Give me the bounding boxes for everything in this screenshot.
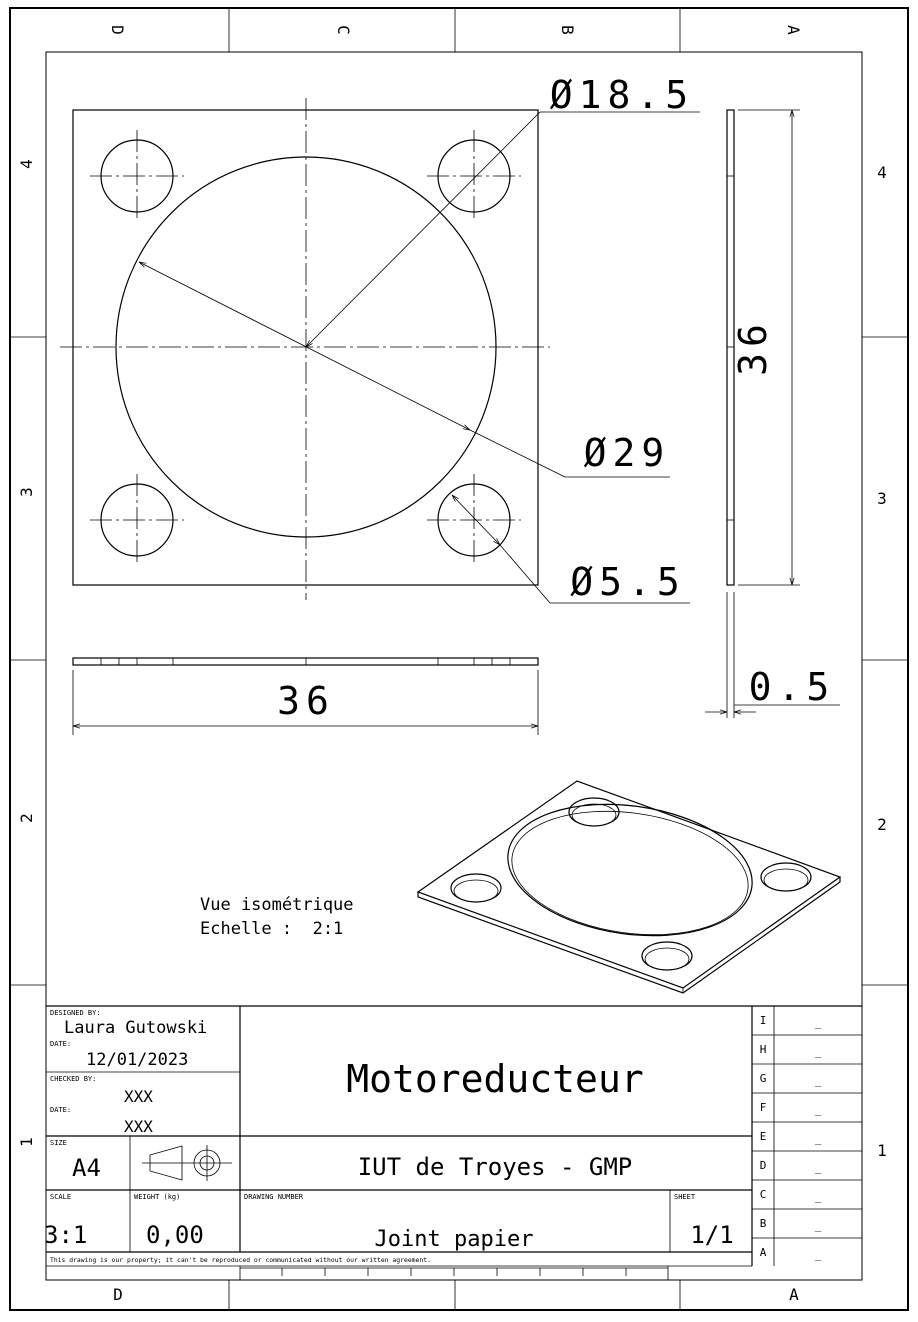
zone-col-bottom-a: A (789, 1285, 799, 1304)
sheet-number: 1/1 (690, 1221, 733, 1249)
zone-row-left-1: 1 (17, 1137, 36, 1147)
drawing-number: Joint papier (375, 1227, 534, 1252)
dim-thickness: 0.5 (705, 592, 840, 718)
revision-letter: B (760, 1217, 767, 1230)
revision-letter: H (760, 1043, 767, 1056)
checked-by-label: CHECKED BY: (50, 1075, 96, 1083)
zone-row-right-2: 2 (877, 815, 887, 834)
dim-dia-5-5-label: Ø5.5 (570, 560, 686, 604)
revision-letter: C (760, 1188, 767, 1201)
projection-symbol-icon (142, 1145, 232, 1181)
dim-side-36-label: 36 (731, 318, 775, 376)
scale-label: SCALE (50, 1193, 71, 1201)
sheet-size: A4 (72, 1154, 101, 1182)
weight-label: WEIGHT (kg) (134, 1193, 180, 1201)
revision-letter: I (760, 1014, 767, 1027)
zone-col-top-b: B (558, 25, 577, 35)
check-date: XXX (124, 1117, 153, 1136)
zone-row-left-3: 3 (17, 487, 36, 497)
drawing-scale: 3:1 (44, 1221, 87, 1249)
date-label: DATE: (50, 1040, 71, 1048)
sheet-label: SHEET (674, 1193, 696, 1201)
revision-letter: F (760, 1101, 767, 1114)
drawing-number-label: DRAWING NUMBER (244, 1193, 304, 1201)
revision-letter: D (760, 1159, 767, 1172)
iso-view-scale: Echelle : 2:1 (200, 919, 343, 939)
zone-row-left-2: 2 (17, 813, 36, 823)
dim-dia-18-5-label: Ø18.5 (550, 73, 694, 117)
drawing-title: Motoreducteur (346, 1057, 643, 1101)
revision-table: I _ H _ G _ F _ E _ D _ C _ B _ A _ (760, 1014, 822, 1261)
zone-row-right-3: 3 (877, 489, 887, 508)
revision-value: _ (815, 1074, 822, 1087)
dim-dia-5-5: Ø5.5 (452, 495, 690, 604)
zone-row-left-4: 4 (17, 159, 36, 169)
revision-letter: E (760, 1130, 767, 1143)
revision-value: _ (815, 1219, 822, 1232)
designer-name: Laura Gutowski (64, 1018, 207, 1038)
revision-letter: G (760, 1072, 767, 1085)
date2-label: DATE: (50, 1106, 71, 1114)
revision-value: _ (815, 1016, 822, 1029)
revision-value: _ (815, 1248, 822, 1261)
bottom-view: 36 (72, 657, 539, 735)
title-block (46, 1005, 862, 1280)
zone-col-top-c: C (334, 25, 353, 35)
dim-dia-29-label: Ø29 (584, 431, 671, 475)
copyright-notice: This drawing is our property; it can't b… (50, 1256, 431, 1264)
zone-row-right-1: 1 (877, 1141, 887, 1160)
zone-col-top-d: D (108, 25, 127, 35)
school-name: IUT de Troyes - GMP (358, 1153, 633, 1181)
revision-value: _ (815, 1161, 822, 1174)
revision-letter: A (760, 1246, 767, 1259)
revision-value: _ (815, 1132, 822, 1145)
dim-front-36-label: 36 (277, 679, 335, 723)
sheet-frame (9, 7, 909, 1311)
revision-value: _ (815, 1103, 822, 1116)
zone-labels: D C B A D A 4 3 2 1 4 3 2 1 (17, 25, 887, 1304)
revision-value: _ (815, 1045, 822, 1058)
checker-name: XXX (124, 1087, 153, 1106)
iso-view-label: Vue isométrique (200, 895, 354, 915)
weight-value: 0,00 (146, 1221, 204, 1249)
dim-dia-18-5: Ø18.5 (306, 73, 700, 347)
revision-value: _ (815, 1190, 822, 1203)
side-view: 36 (726, 109, 800, 586)
designed-by-label: DESIGNED BY: (50, 1009, 101, 1017)
front-view (60, 98, 550, 600)
design-date: 12/01/2023 (86, 1050, 188, 1070)
zone-row-right-4: 4 (877, 163, 887, 182)
dim-thickness-label: 0.5 (749, 665, 836, 709)
zone-col-bottom-d: D (113, 1285, 123, 1304)
size-label: SIZE (50, 1139, 67, 1147)
isometric-view (416, 780, 842, 994)
dim-dia-29: Ø29 (139, 262, 671, 478)
zone-col-top-a: A (784, 25, 803, 35)
